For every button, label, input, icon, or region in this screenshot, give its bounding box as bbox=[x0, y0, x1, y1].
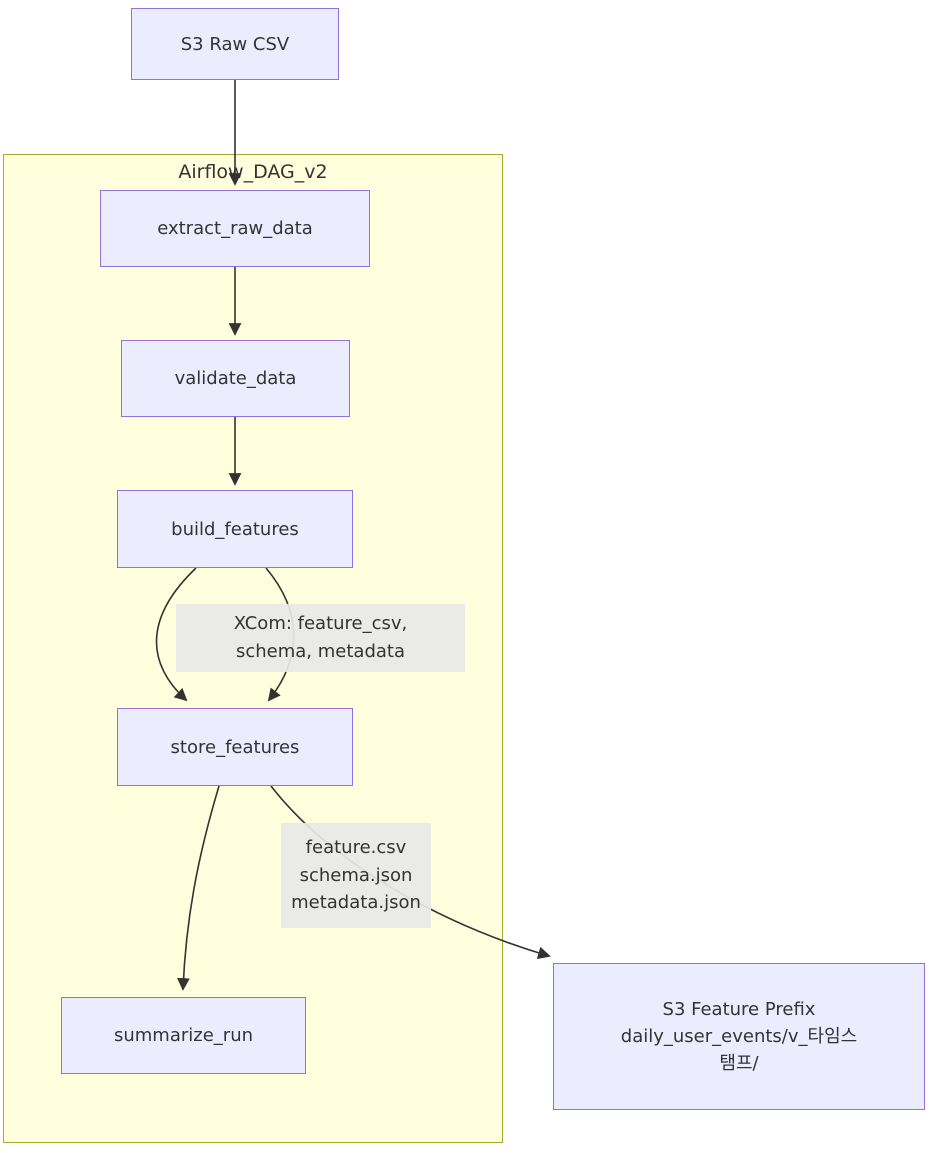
node-validate-data: validate_data bbox=[121, 340, 350, 417]
node-store-features: store_features bbox=[117, 708, 353, 786]
node-build-features: build_features bbox=[117, 490, 353, 568]
node-extract-raw-data: extract_raw_data bbox=[100, 190, 370, 267]
node-summarize-run-label: summarize_run bbox=[113, 1025, 254, 1046]
node-extract-raw-data-label: extract_raw_data bbox=[157, 218, 313, 239]
node-s3-feature-prefix-label: S3 Feature Prefix daily_user_events/v_타임… bbox=[620, 999, 858, 1074]
node-s3-feature-prefix: S3 Feature Prefix daily_user_events/v_타임… bbox=[553, 963, 925, 1110]
subgraph-title: Airflow_DAG_v2 bbox=[178, 161, 328, 183]
node-build-features-label: build_features bbox=[171, 518, 299, 540]
node-validate-data-label: validate_data bbox=[174, 368, 297, 389]
node-store-features-label: store_features bbox=[170, 736, 300, 758]
node-s3-raw-csv: S3 Raw CSV bbox=[131, 8, 339, 80]
node-summarize-run: summarize_run bbox=[61, 997, 306, 1074]
edge-label-xcom: XCom: feature_csv, schema, metadata bbox=[176, 604, 465, 672]
edge-label-files: feature.csv schema.json metadata.json bbox=[281, 823, 431, 928]
node-s3-raw-csv-label: S3 Raw CSV bbox=[180, 33, 290, 55]
